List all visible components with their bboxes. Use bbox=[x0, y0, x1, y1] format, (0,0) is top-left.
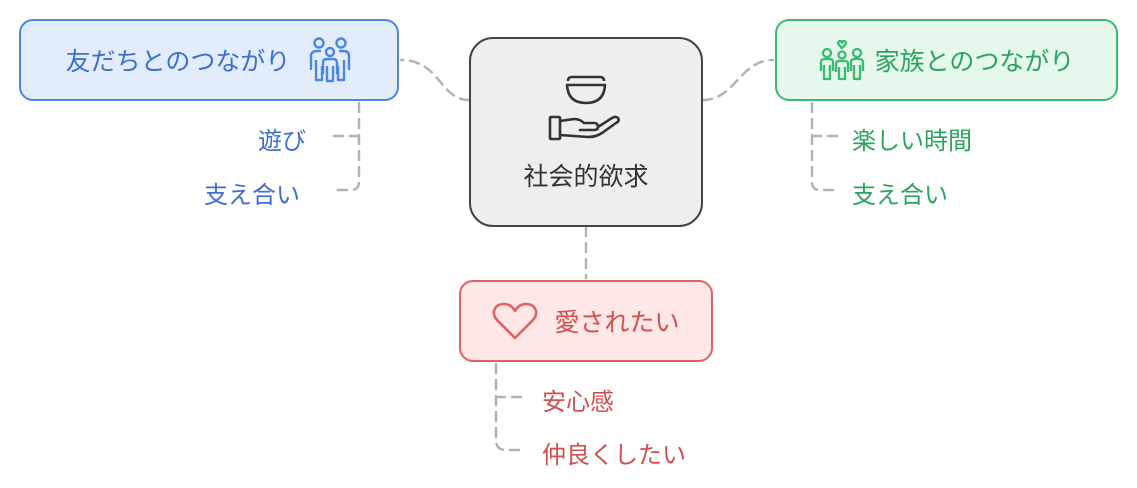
connector-center-friends bbox=[399, 58, 471, 102]
bowl-icon bbox=[564, 73, 608, 111]
love-item-get-along: 仲良くしたい bbox=[542, 441, 686, 469]
friends-node: 友だちとのつながり bbox=[19, 19, 399, 101]
love-node: 愛されたい bbox=[459, 280, 713, 362]
heart-icon bbox=[492, 301, 538, 341]
people-icon bbox=[308, 36, 352, 84]
family-item-fun-time: 楽しい時間 bbox=[852, 127, 972, 155]
family-item-support: 支え合い bbox=[852, 181, 948, 209]
center-node: 社会的欲求 bbox=[469, 37, 703, 227]
family-node: 家族とのつながり bbox=[775, 19, 1118, 101]
connector-friends-items bbox=[331, 101, 361, 192]
hand-icon bbox=[548, 111, 624, 147]
connector-family-items bbox=[810, 101, 840, 192]
family-title: 家族とのつながり bbox=[874, 47, 1075, 76]
friends-item-play: 遊び bbox=[258, 127, 306, 155]
friends-title: 友だちとのつながり bbox=[65, 47, 291, 76]
connector-center-family bbox=[701, 58, 775, 102]
love-title: 愛されたい bbox=[554, 308, 680, 337]
center-label: 社会的欲求 bbox=[523, 162, 649, 191]
love-item-security: 安心感 bbox=[542, 388, 614, 416]
connector-love-items bbox=[494, 362, 524, 452]
family-icon bbox=[819, 39, 865, 81]
friends-item-support: 支え合い bbox=[204, 181, 300, 209]
